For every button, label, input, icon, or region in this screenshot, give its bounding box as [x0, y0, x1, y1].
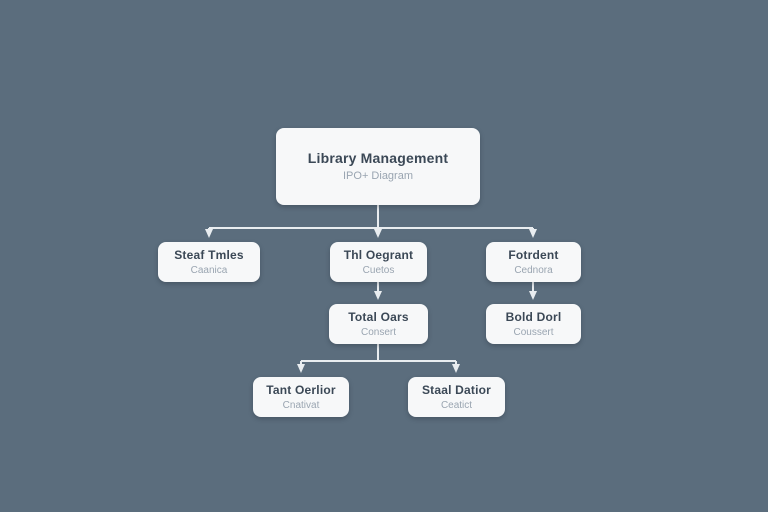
node-tant-oerlior: Tant Oerlior Cnativat [253, 377, 349, 417]
node-the-diagram-subtitle: Cuetos [362, 264, 395, 276]
node-root-subtitle: IPO+ Diagram [343, 170, 413, 183]
node-bold-dorl-title: Bold Dorl [505, 309, 562, 324]
node-total-oars-title: Total Oars [348, 309, 409, 324]
node-student: Fotrdent Cednora [486, 242, 581, 282]
node-student-subtitle: Cednora [514, 264, 553, 276]
node-staal-datior: Staal Datior Ceatict [408, 377, 505, 417]
node-bold-dorl-subtitle: Coussert [513, 326, 554, 338]
node-staff-tables-subtitle: Caanica [190, 264, 228, 276]
node-staff-tables-title: Steaf Tmles [174, 247, 244, 262]
node-root: Library Management IPO+ Diagram [276, 128, 480, 205]
node-root-title: Library Management [307, 149, 449, 166]
node-student-title: Fotrdent [508, 247, 559, 262]
node-bold-dorl: Bold Dorl Coussert [486, 304, 581, 344]
node-the-diagram-title: Thl Oegrant [343, 247, 414, 262]
node-the-diagram: Thl Oegrant Cuetos [330, 242, 427, 282]
node-staal-datior-title: Staal Datior [421, 382, 492, 397]
node-staff-tables: Steaf Tmles Caanica [158, 242, 260, 282]
node-total-oars-subtitle: Consert [360, 326, 396, 338]
node-tant-oerlior-subtitle: Cnativat [282, 399, 320, 411]
node-staal-datior-subtitle: Ceatict [440, 399, 473, 411]
node-total-oars: Total Oars Consert [329, 304, 428, 344]
node-tant-oerlior-title: Tant Oerlior [266, 382, 336, 397]
